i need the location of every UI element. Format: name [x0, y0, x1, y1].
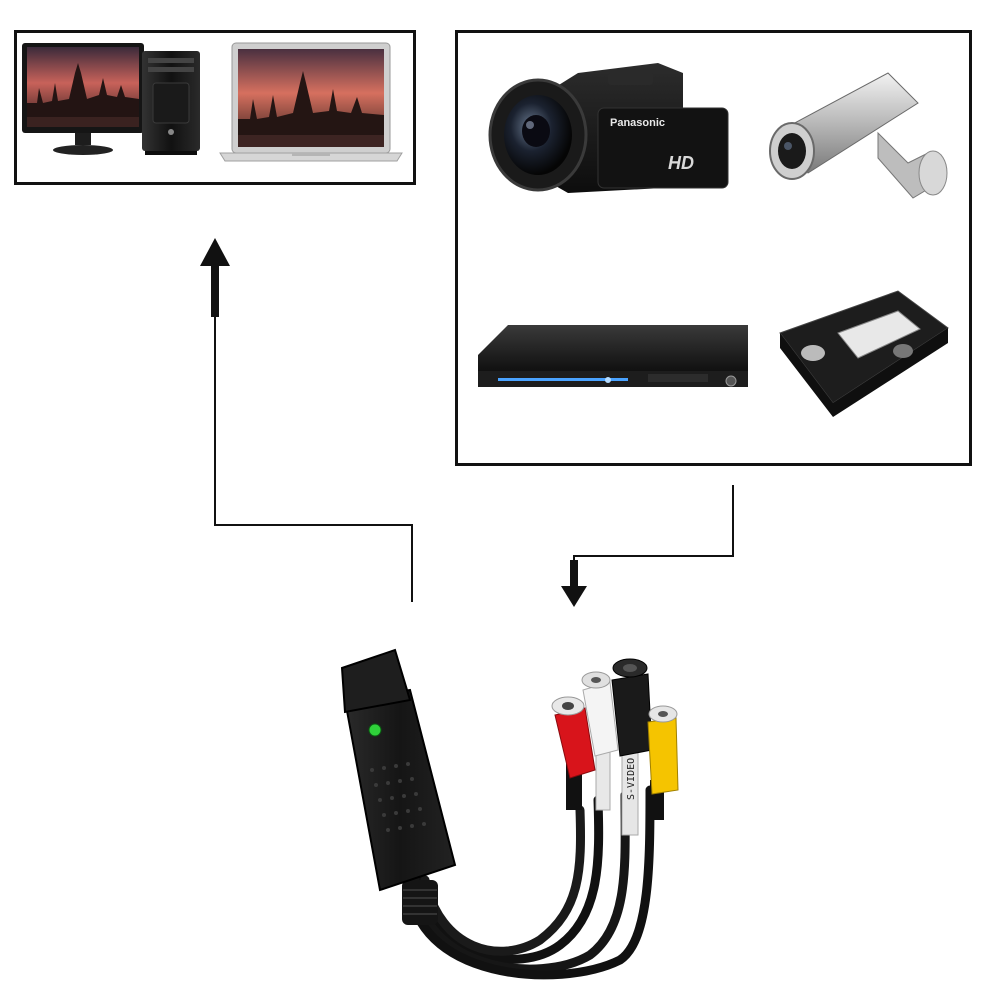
arrow-from-sources [561, 485, 734, 607]
dvd-player-icon [478, 325, 748, 387]
video-sources-illustration: Panasonic HD [478, 63, 949, 417]
status-led-icon [368, 723, 382, 737]
desktop-computer-icon [22, 43, 200, 155]
arrow-to-computers [200, 238, 413, 602]
rca-video-connector [647, 705, 679, 820]
video-sources-panel: Panasonic HD [455, 30, 972, 466]
vhs-cassette-icon [779, 290, 949, 417]
usb-video-capture-adapter-icon: S-VIDEO [340, 648, 679, 980]
arrow-up-head-icon [200, 238, 230, 266]
computers-illustration [22, 42, 403, 162]
arrow-down-head-icon [561, 586, 587, 607]
s-video-connector: S-VIDEO [611, 658, 653, 836]
rca-audio-left-connector [581, 671, 619, 811]
computers-panel [14, 30, 416, 185]
camcorder-brand-label: Panasonic [610, 117, 665, 129]
cable-label: S-VIDEO [626, 758, 637, 800]
camcorder-hd-badge: HD [668, 153, 694, 173]
rca-audio-right-connector [551, 696, 596, 810]
laptop-icon [219, 42, 403, 162]
camcorder-icon: Panasonic HD [488, 63, 729, 193]
security-camera-icon [769, 72, 948, 199]
